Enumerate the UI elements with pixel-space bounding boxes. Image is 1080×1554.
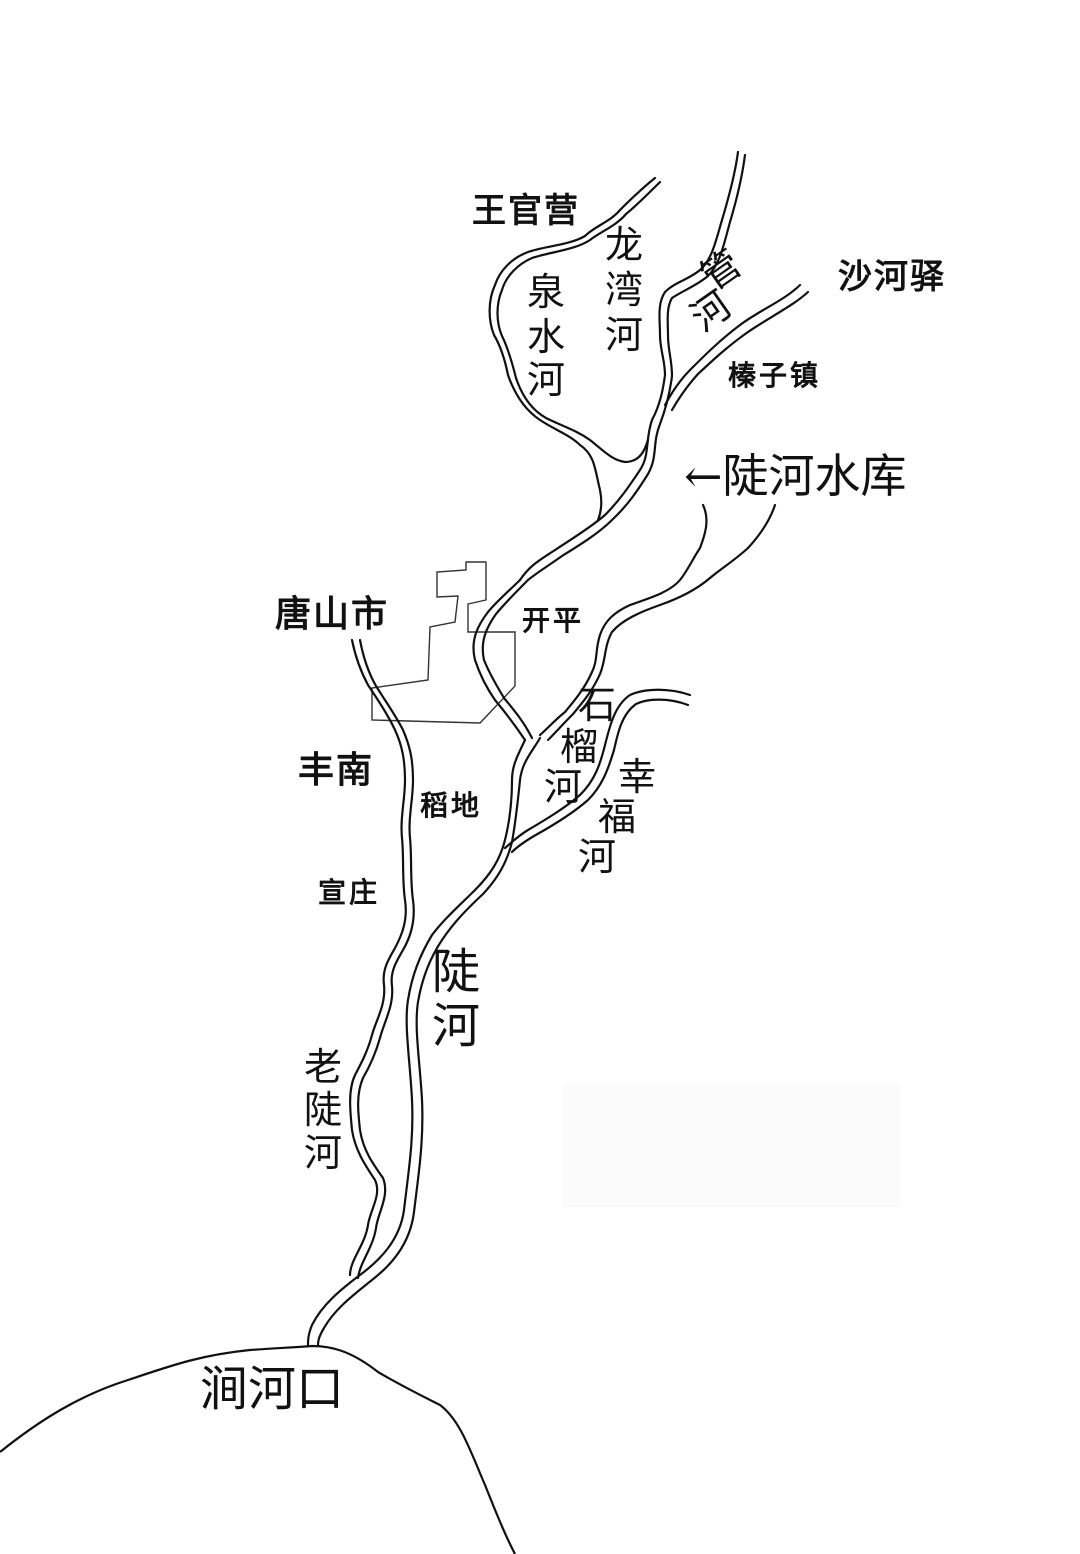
river-label-char: 水	[527, 315, 565, 359]
place-label-fengnan: 丰南	[298, 750, 374, 791]
river-label-char: 幸	[618, 755, 656, 799]
shiliuhe-river	[306, 738, 527, 1348]
river-label-guanhe: 管 河	[683, 241, 750, 340]
river-label-char: 河	[578, 835, 616, 879]
quanshuihe-river-bank	[496, 180, 662, 464]
douhe-river-bank	[316, 736, 542, 1348]
river-label-quanshuihe: 泉 水 河	[527, 270, 565, 402]
river-label-char: 泉	[527, 270, 565, 314]
river-label-char: 河	[432, 998, 480, 1054]
faded-area	[562, 1085, 900, 1207]
river-label-douhe: 陡 河	[432, 944, 480, 1054]
tangshan-city-outline	[371, 561, 516, 724]
xingfuhe-river	[503, 688, 692, 850]
river-label-shiliuhe: 石 榴 河	[544, 683, 616, 809]
river-label-char: 河	[304, 1131, 342, 1175]
douhe-river-upper	[472, 578, 527, 742]
river-label-char: 龙	[605, 223, 643, 267]
longwanhe-river	[518, 150, 740, 582]
river-label-char: 陡	[432, 944, 480, 1000]
east-tributary-river	[538, 503, 708, 737]
place-label-wangguanying: 王官营	[472, 191, 580, 231]
longwanhe-river-bank	[526, 153, 747, 582]
river-label-char: 湾	[605, 268, 643, 312]
place-label-tangshan: 唐山市	[275, 593, 389, 635]
river-mouth-label: 涧河口	[200, 1361, 344, 1417]
place-label-xuanzhuang: 宣庄	[318, 876, 380, 909]
river-label-char: 河	[605, 313, 643, 357]
river-label-char: 福	[598, 795, 636, 839]
douhe-river-upper-bank	[481, 578, 534, 740]
place-label-daodi: 稻地	[420, 789, 482, 822]
place-label-zhenzizhen: 榛子镇	[728, 359, 821, 392]
river-label-char: 河	[544, 765, 582, 809]
river-label-char: 石	[578, 683, 616, 727]
river-label-laodouhe: 老 陡 河	[304, 1045, 342, 1175]
reservoir-label: ←陡河水库	[684, 449, 907, 503]
river-label-char: 老	[304, 1045, 342, 1089]
river-label-char: 陡	[304, 1088, 342, 1132]
river-label-char: 榴	[560, 725, 598, 769]
river-label-longwanhe: 龙 湾 河	[605, 223, 643, 357]
laodouhe-river-bank	[356, 638, 415, 1280]
river-label-xingfuhe: 幸 福 河	[578, 755, 656, 879]
guanhe-river-bank	[670, 290, 810, 412]
coastline	[0, 1344, 516, 1554]
quanshuihe-river	[488, 176, 657, 522]
xingfuhe-river-bank	[510, 698, 690, 854]
place-label-kaiping: 开平	[522, 604, 584, 637]
place-label-shaheyi: 沙河驿	[838, 257, 946, 297]
east-tributary-river-bank	[546, 503, 777, 742]
laodouhe-river	[348, 638, 407, 1277]
guanhe-river	[663, 283, 802, 407]
river-label-char: 河	[527, 358, 565, 402]
